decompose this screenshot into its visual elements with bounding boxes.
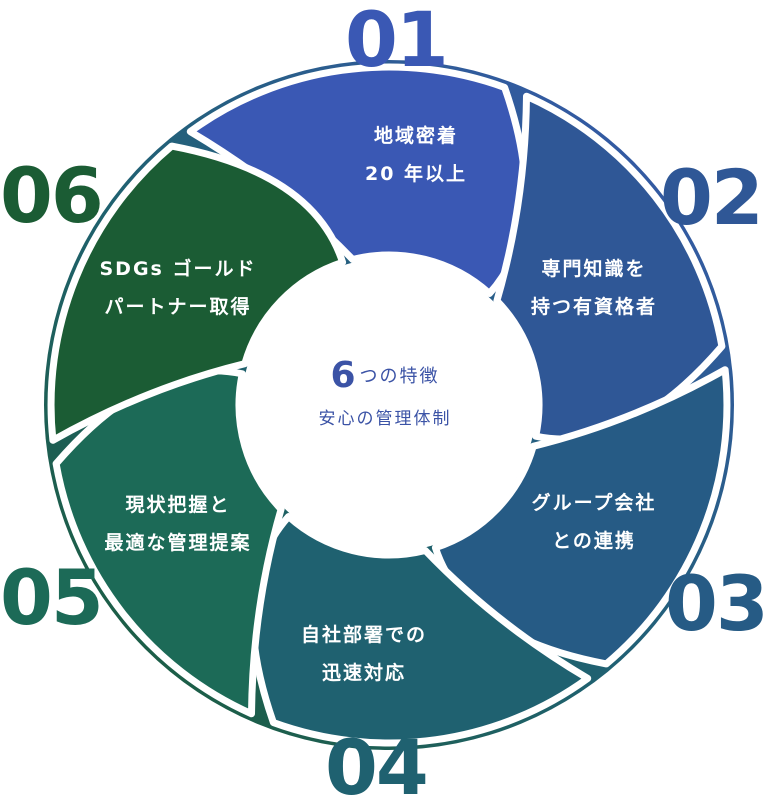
number-04: 04 — [325, 723, 429, 812]
number-06: 06 — [0, 151, 104, 240]
segment-label-06: SDGs ゴールド パートナー取得 — [68, 250, 288, 326]
center-subtitle: 安心の管理体制 — [318, 409, 452, 429]
number-05: 05 — [0, 553, 104, 642]
segment-label-05: 現状把握と 最適な管理提案 — [68, 486, 288, 562]
segment-03-line1: グループ会社 — [531, 492, 657, 514]
segment-03-line2: との連携 — [552, 530, 636, 552]
segment-02-line2: 持つ有資格者 — [530, 296, 657, 318]
number-01: 01 — [345, 0, 449, 84]
segment-05-line2: 最適な管理提案 — [104, 532, 252, 554]
ring-center-hole — [242, 258, 536, 552]
segment-01-line2: 20 年以上 — [364, 163, 468, 185]
ring-segment-01 — [186, 63, 529, 297]
ring-segment-03 — [431, 366, 731, 668]
segment-06-line2: パートナー取得 — [104, 296, 252, 318]
segment-04-line2: 迅速対応 — [321, 662, 406, 684]
ring-segment-02 — [493, 92, 726, 443]
segment-04-line1: 自社部署での — [300, 624, 427, 646]
ring-segment-05 — [52, 367, 285, 718]
number-02: 02 — [660, 153, 764, 242]
ring-segment-06 — [47, 142, 347, 444]
segment-label-04: 自社部署での 迅速対応 — [254, 616, 474, 692]
segment-06-line1: SDGs ゴールド — [99, 258, 257, 280]
segment-label-03: グループ会社 との連携 — [484, 484, 704, 560]
segment-01-line1: 地域密着 — [373, 125, 458, 147]
center-title-rest: つの特徴 — [359, 366, 440, 387]
segment-05-line1: 現状把握と — [125, 494, 231, 516]
segment-label-02: 専門知識を 持つ有資格者 — [484, 250, 704, 326]
number-03: 03 — [665, 559, 769, 648]
ring-segment-04 — [249, 513, 592, 747]
segment-02-line1: 専門知識を — [541, 258, 647, 280]
feature-count: 6 — [330, 355, 358, 396]
segment-label-01: 地域密着 20 年以上 — [306, 117, 526, 193]
